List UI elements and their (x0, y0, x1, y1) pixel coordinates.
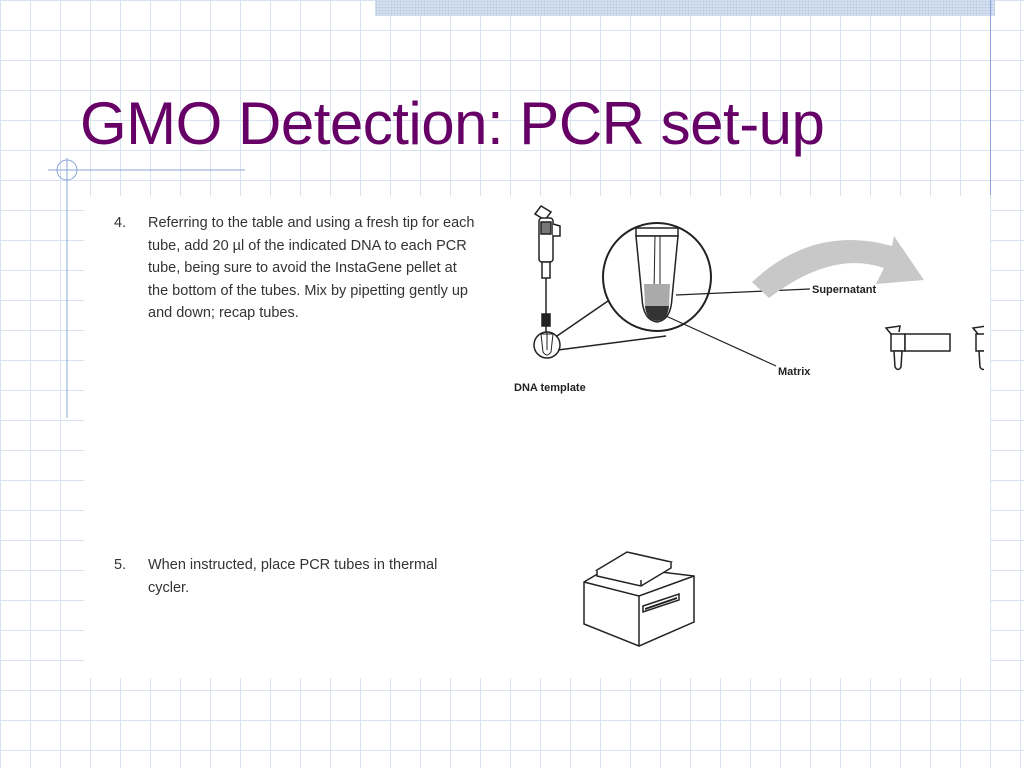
step-4-number: 4. (114, 215, 127, 231)
header-bar-decoration (375, 0, 995, 16)
supernatant-label: Supernatant (812, 284, 877, 296)
slide-content: 4. Referring to the table and using a fr… (84, 196, 990, 678)
transfer-arrow-icon (752, 236, 924, 298)
slide-title: GMO Detection: PCR set-up (80, 90, 825, 157)
right-rule-decoration (990, 0, 991, 195)
dna-template-label: DNA template (514, 382, 586, 394)
pcr-tube-icon (884, 325, 951, 371)
tube-closeup-small (533, 331, 561, 359)
matrix-label: Matrix (778, 366, 811, 378)
pcr-setup-figure: Supernatant Matrix DNA template (514, 205, 984, 394)
thermal-cycler-icon (583, 551, 695, 647)
pipette-icon (533, 205, 561, 334)
step-5-text: When instructed, place PCR tubes in ther… (148, 557, 438, 596)
pcr-tube-icon (971, 325, 984, 371)
tube-magnified-icon (602, 222, 712, 332)
step-4-text: Referring to the table and using a fresh… (148, 215, 475, 321)
crosshair-decoration (48, 158, 245, 418)
step-5-number: 5. (114, 557, 127, 573)
